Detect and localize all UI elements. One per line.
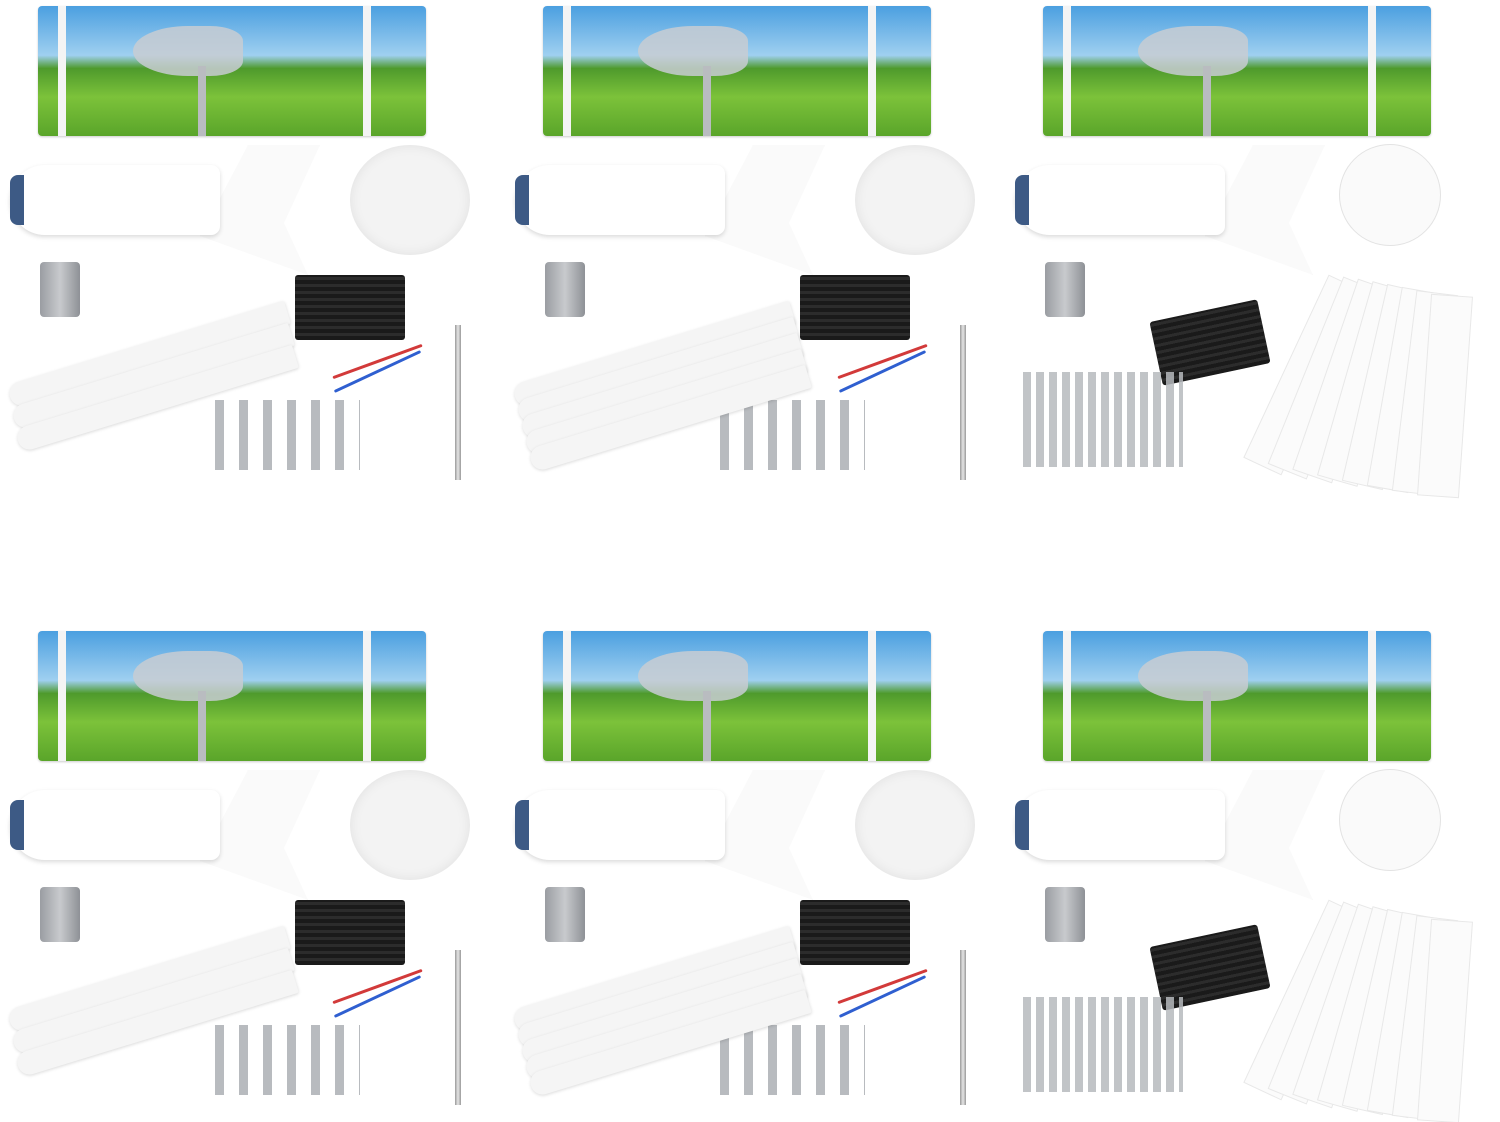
turbine-nacelle [10, 790, 220, 860]
packaging-box [543, 631, 931, 761]
kit-photo-5-blade [505, 0, 1005, 490]
packaging-box [543, 6, 931, 136]
blade-hub-disc [1340, 145, 1440, 245]
mount-clamp [40, 887, 80, 942]
turbine-nacelle [10, 165, 220, 235]
mount-clamp [545, 887, 585, 942]
turbine-nacelle [1015, 165, 1225, 235]
turbine-nacelle [515, 790, 725, 860]
l-wrench [455, 950, 461, 1105]
turbine-nacelle [1015, 790, 1225, 860]
screws-and-washers [1023, 372, 1183, 467]
nose-hub-cover [855, 145, 975, 255]
screws-and-washers [1023, 997, 1183, 1092]
bolts [215, 400, 360, 470]
l-wrench [960, 950, 966, 1105]
packaging-box [38, 6, 426, 136]
kit-photo-8-blade [1005, 625, 1500, 1122]
packaging-box [1043, 6, 1431, 136]
mount-clamp [40, 262, 80, 317]
controller [295, 900, 405, 965]
l-wrench [455, 325, 461, 480]
blade-hub-disc [1340, 770, 1440, 870]
mount-clamp [1045, 262, 1085, 317]
packaging-box [38, 631, 426, 761]
kit-photo-5-blade [505, 625, 1005, 1115]
l-wrench [960, 325, 966, 480]
kit-photo-8-blade [1005, 0, 1500, 498]
nose-hub-cover [855, 770, 975, 880]
bolts [215, 1025, 360, 1095]
controller [800, 275, 910, 340]
controller [800, 900, 910, 965]
mount-clamp [545, 262, 585, 317]
turbine-nacelle [515, 165, 725, 235]
packaging-box [1043, 631, 1431, 761]
nose-hub-cover [350, 770, 470, 880]
mount-clamp [1045, 887, 1085, 942]
bolts [720, 1025, 865, 1095]
bolts [720, 400, 865, 470]
controller [295, 275, 405, 340]
kit-photo-3-blade [0, 0, 500, 490]
nose-hub-cover [350, 145, 470, 255]
kit-photo-3-blade [0, 625, 500, 1115]
